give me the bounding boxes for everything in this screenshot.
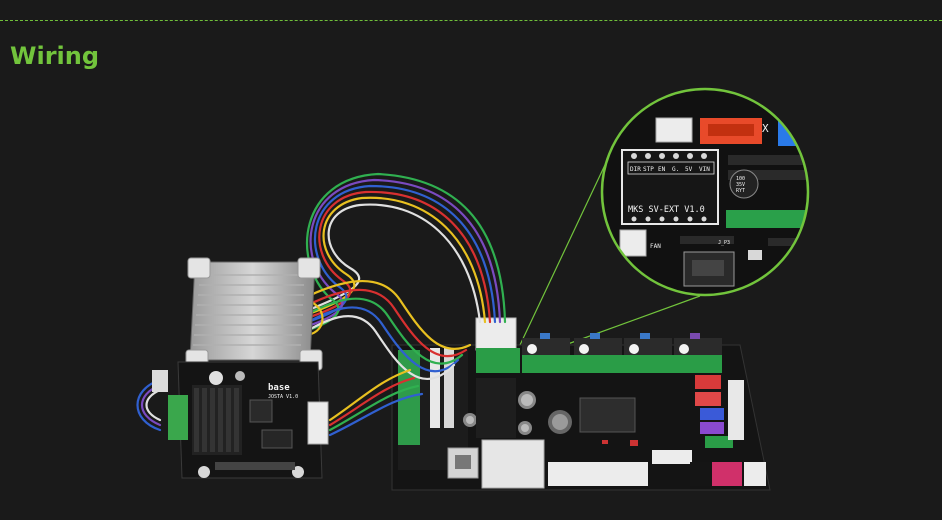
pin-label-dir: DIR [630, 166, 641, 173]
stepper-motor [185, 257, 323, 371]
callout-lines [519, 149, 701, 346]
section-divider [0, 20, 942, 21]
side-label: HE [630, 277, 638, 284]
driver-brand-label: base [268, 383, 290, 393]
pin-label-en: EN [658, 166, 666, 173]
section-title: Wiring [10, 42, 100, 70]
pin-label-g: G. [672, 166, 679, 173]
pin-label-5v: 5V [685, 166, 693, 173]
module-label: MKS SV-EXT V1.0 [628, 205, 705, 215]
zoom-callout: DIR STP EN G. 5V VIN 100 35V RYT MKS SV-… [600, 87, 810, 297]
servo-driver-board: base JOSTA V1.0 [152, 361, 329, 479]
pin-label-stp: STP [643, 166, 654, 173]
driver-sockets [522, 333, 722, 373]
capacitor-voltage: 35V [736, 182, 745, 188]
controller-board [391, 317, 771, 491]
header-label: J_P3 [718, 240, 730, 246]
axis-label: X [762, 122, 769, 135]
driver-model-label: JOSTA V1.0 [268, 394, 298, 400]
fan-label: FAN [650, 243, 661, 250]
capacitor-brand: RYT [736, 188, 745, 194]
pin-label-vin: VIN [699, 166, 710, 173]
capacitor-value: 100 [736, 176, 745, 182]
